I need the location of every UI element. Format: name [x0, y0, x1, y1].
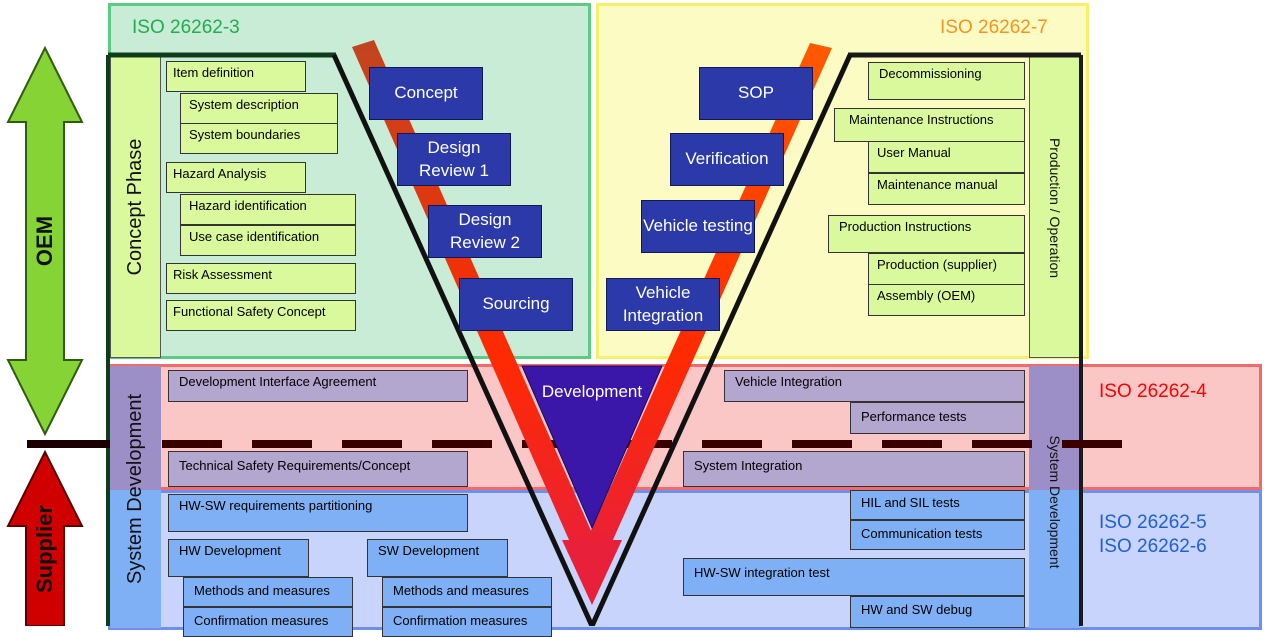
milestone-vehicle-integration: Vehicle Integration [606, 278, 720, 331]
hw-development: HW Development [168, 539, 309, 577]
hw-and-sw-debug: HW and SW debug [850, 596, 1025, 628]
user-manual: User Manual [868, 141, 1025, 173]
iso5-label: ISO 26262-5 [1099, 512, 1207, 533]
milestone-sourcing: Sourcing [459, 278, 573, 331]
iso3-label: ISO 26262-3 [132, 17, 240, 38]
system-dev-right-column-lower [1029, 490, 1080, 628]
sw-development: SW Development [367, 539, 508, 577]
functional-safety-concept: Functional Safety Concept [166, 300, 356, 331]
oem-arrow [6, 45, 84, 437]
concept-phase-column [110, 55, 161, 358]
red-v-tip [562, 540, 622, 605]
sw-methods-and-measures: Methods and measures [382, 577, 552, 607]
development-triangle [521, 365, 663, 530]
hw-methods-and-measures: Methods and measures [183, 577, 353, 607]
item-definition: Item definition [166, 61, 306, 92]
system-dev-right-column [1029, 366, 1080, 490]
supplier-label: Supplier [32, 505, 57, 594]
technical-safety-requirements: Technical Safety Requirements/Concept [168, 451, 468, 487]
milestone-design-review-1: Design Review 1 [397, 133, 511, 186]
maintenance-instructions: Maintenance Instructions [834, 108, 1025, 142]
development-label: Development [541, 382, 643, 401]
maintenance-manual: Maintenance manual [868, 173, 1025, 205]
use-case-identification: Use case identification [180, 225, 356, 256]
system-boundaries: System boundaries [180, 123, 338, 154]
production-supplier: Production (supplier) [868, 253, 1025, 285]
performance-tests: Performance tests [850, 402, 1025, 434]
hazard-analysis: Hazard Analysis [166, 162, 306, 193]
development-interface-agreement: Development Interface Agreement [168, 370, 468, 402]
milestone-vehicle-testing: Vehicle testing [641, 200, 755, 253]
milestone-design-review-2: Design Review 2 [428, 205, 542, 258]
milestone-verification: Verification [670, 133, 784, 186]
system-integration-box: System Integration [683, 451, 1025, 487]
system-dev-left-column-lower [110, 490, 161, 628]
hil-and-sil-tests: HIL and SIL tests [850, 490, 1025, 520]
hazard-identification: Hazard identification [180, 194, 356, 225]
system-development-left-label: System Development [124, 393, 146, 585]
concept-phase-label: Concept Phase [124, 138, 146, 276]
hw-sw-integration-test: HW-SW integration test [683, 558, 1025, 596]
production-operation-label: Production / Operation [1047, 137, 1063, 279]
communication-tests: Communication tests [850, 520, 1025, 550]
sw-confirmation-measures: Confirmation measures [382, 607, 552, 637]
hw-confirmation-measures: Confirmation measures [183, 607, 353, 637]
system-development-right-label: System Development [1047, 435, 1063, 569]
iso4-label: ISO 26262-4 [1099, 381, 1207, 402]
milestone-concept: Concept [369, 67, 483, 120]
risk-assessment: Risk Assessment [166, 263, 356, 294]
vehicle-integration-box: Vehicle Integration [724, 370, 1025, 402]
iso6-label: ISO 26262-6 [1099, 536, 1207, 557]
oem-label: OEM [32, 215, 57, 267]
system-description: System description [180, 93, 338, 124]
production-instructions: Production Instructions [828, 215, 1025, 253]
assembly-oem: Assembly (OEM) [868, 284, 1025, 316]
v-outer-left [331, 53, 595, 626]
supplier-arrow [6, 449, 84, 626]
production-column [1029, 55, 1080, 358]
decommissioning: Decommissioning [868, 62, 1025, 100]
iso7-label: ISO 26262-7 [940, 17, 1048, 38]
v-outer-right [589, 53, 853, 626]
hw-sw-partitioning: HW-SW requirements partitioning [168, 494, 468, 532]
milestone-sop: SOP [699, 67, 813, 120]
